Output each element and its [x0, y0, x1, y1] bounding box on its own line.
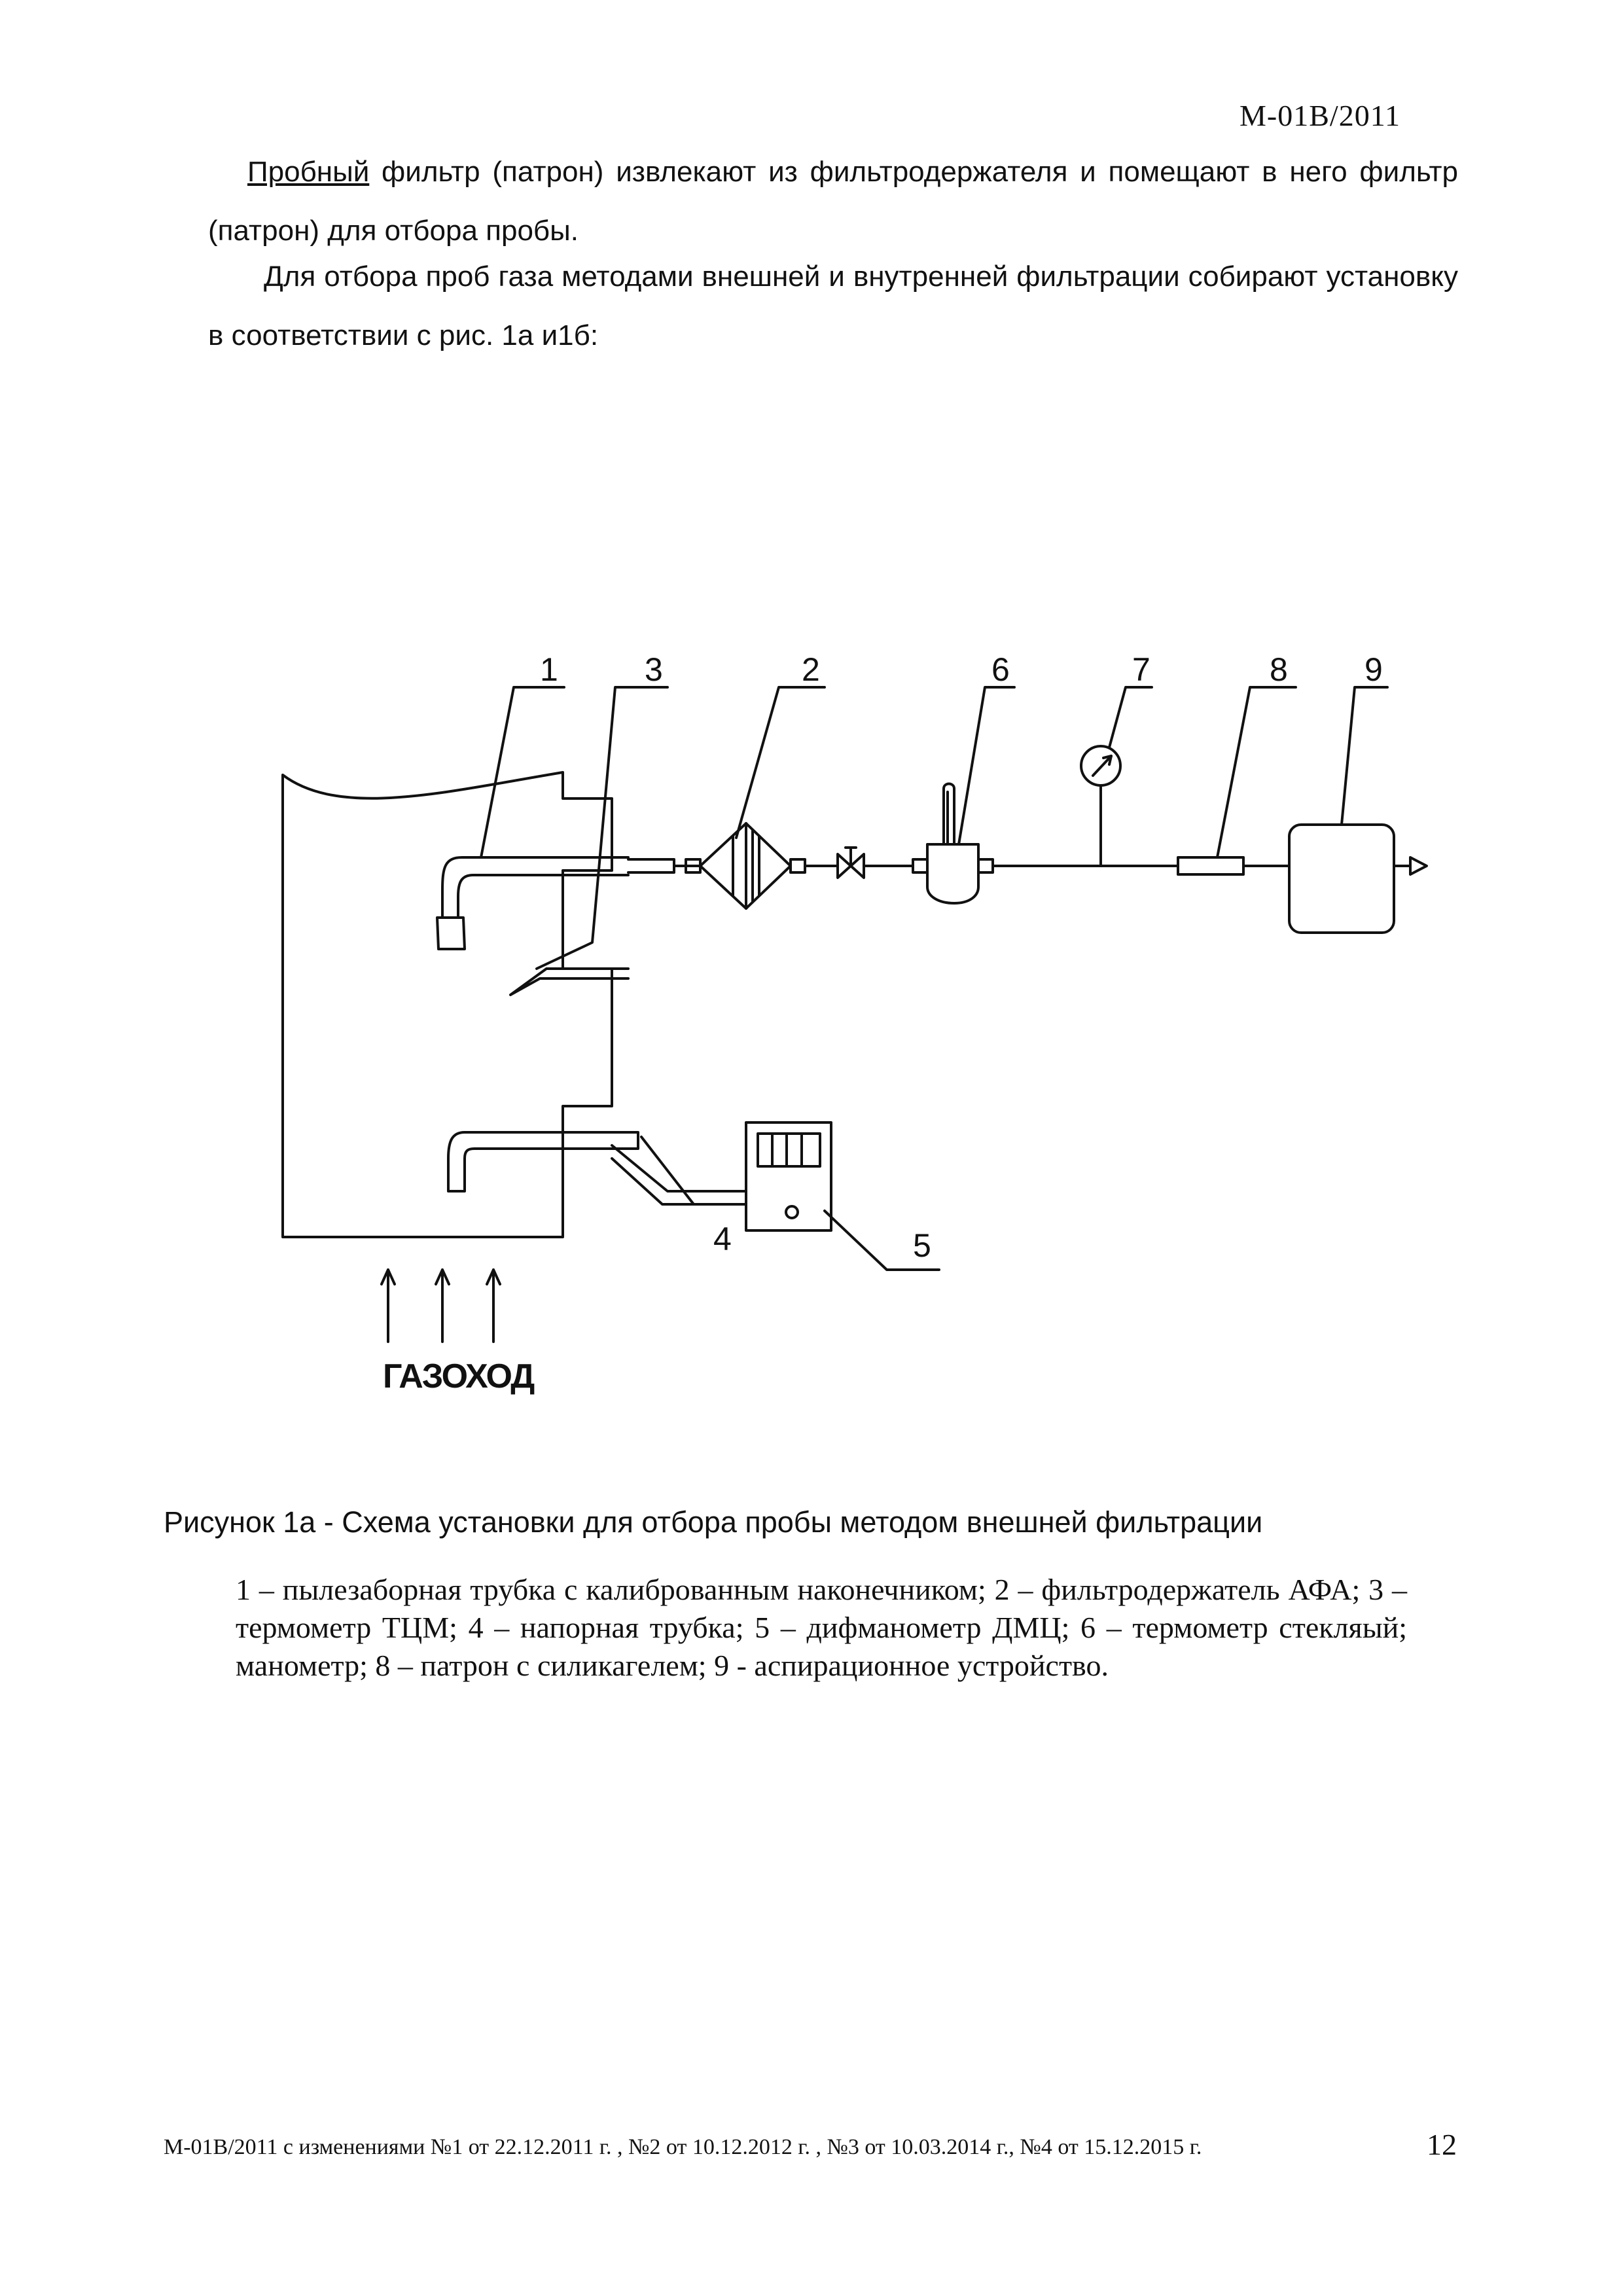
- label-5: 5: [913, 1227, 931, 1264]
- document-code: М-01В/2011: [1240, 99, 1400, 132]
- manometer-hose: [611, 1144, 747, 1193]
- silica-gel-cartridge: [1177, 856, 1245, 876]
- label-3: 3: [645, 651, 663, 688]
- leader-4: [640, 1136, 747, 1206]
- label-2: 2: [802, 651, 820, 688]
- aspiration-device: [1288, 823, 1395, 934]
- leader-2: [735, 686, 826, 839]
- label-8: 8: [1270, 651, 1288, 688]
- thermocouple-probe: [509, 967, 630, 996]
- label-1: 1: [540, 651, 558, 688]
- label-4: 4: [713, 1221, 732, 1257]
- leader-5: [823, 1210, 940, 1271]
- sampling-setup-diagram: 1 3 2 6 7 8 9 4 5 ГАЗОХОД: [249, 651, 1479, 1440]
- gas-duct-label: ГАЗОХОД: [383, 1357, 535, 1395]
- sampling-nozzle: [436, 916, 466, 950]
- figure-caption: Рисунок 1а - Схема установки для отбора …: [164, 1505, 1263, 1539]
- leader-9: [1340, 686, 1389, 826]
- leader-6: [957, 686, 1016, 846]
- pressure-tube: [447, 1131, 639, 1193]
- leader-1: [480, 686, 565, 859]
- figure-legend: 1 – пылезаборная трубка с калиброванным …: [236, 1573, 1407, 1682]
- label-6: 6: [991, 651, 1010, 688]
- paragraph-text: фильтр (патрон) извлекают из фильтродерж…: [208, 156, 1458, 247]
- underlined-word: Пробный: [247, 156, 370, 188]
- label-9: 9: [1364, 651, 1383, 688]
- glass-thermometer: [926, 843, 980, 905]
- label-7: 7: [1132, 651, 1150, 688]
- paragraph-setup-assembly: Для отбора проб газа методами внешней и …: [208, 260, 1458, 351]
- diagram-svg: 1 3 2 6 7 8 9 4 5 ГАЗОХОД: [281, 651, 1428, 1395]
- pressure-gauge: [1080, 745, 1122, 787]
- valve: [836, 853, 865, 879]
- leader-3: [535, 686, 669, 970]
- leader-7: [1108, 686, 1153, 749]
- paragraph-filter-replacement: Пробный фильтр (патрон) извлекают из фил…: [208, 143, 1458, 260]
- differential-manometer: [745, 1121, 832, 1232]
- sampling-tube: [441, 856, 630, 918]
- leader-8: [1216, 686, 1297, 859]
- page-number: 12: [1427, 2128, 1457, 2161]
- footer-revisions: М-01В/2011 с изменениями №1 от 22.12.201…: [164, 2135, 1202, 2159]
